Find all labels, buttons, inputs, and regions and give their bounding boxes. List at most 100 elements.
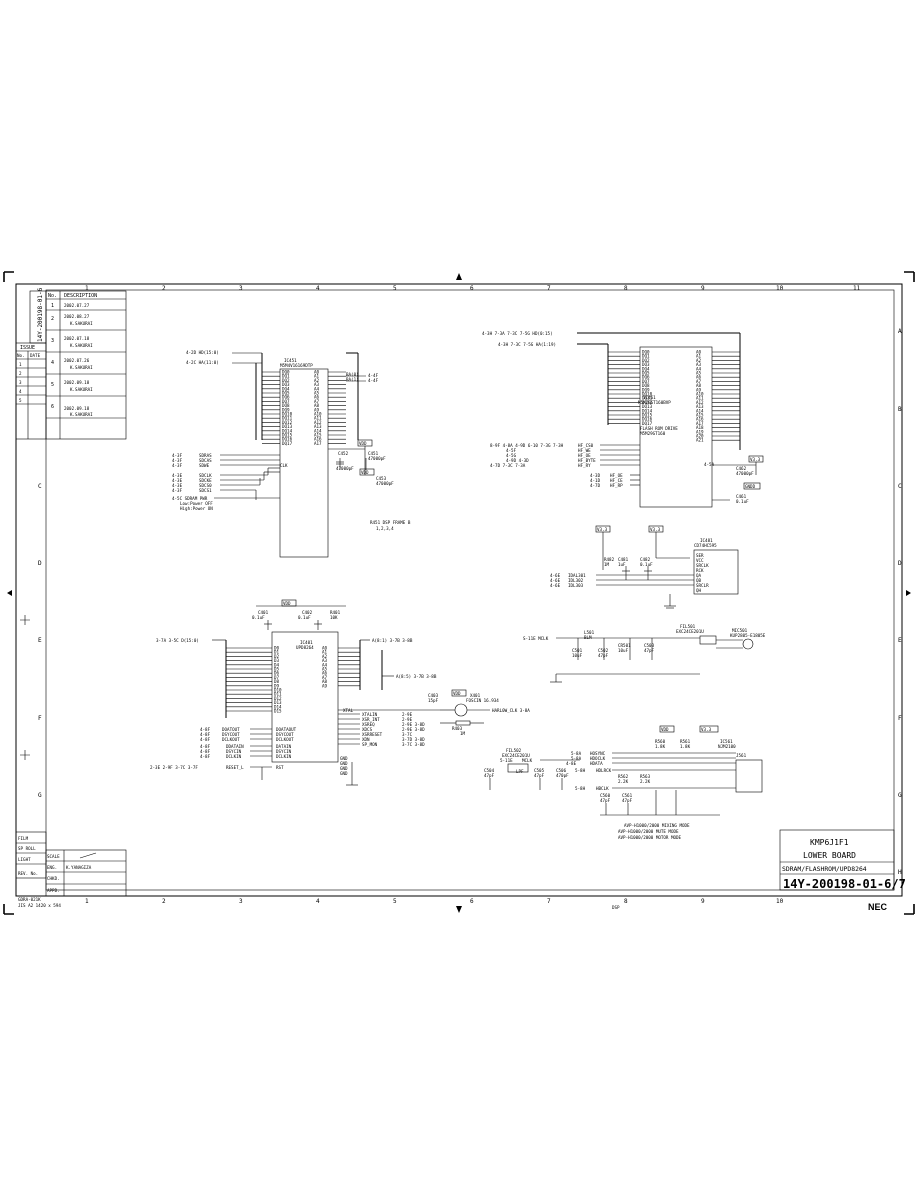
svg-text:SDRAS: SDRAS bbox=[199, 453, 212, 458]
svg-text:XDN: XDN bbox=[362, 737, 370, 742]
svg-text:SRCLK: SRCLK bbox=[696, 563, 709, 568]
pin-label: A8 bbox=[696, 383, 702, 388]
svg-text:DSYCIN: DSYCIN bbox=[276, 749, 292, 754]
pin-label: A2 bbox=[696, 358, 702, 363]
pin-label: DQ12 bbox=[642, 400, 653, 405]
svg-text:HF_BYTE: HF_BYTE bbox=[578, 458, 596, 463]
pin-label: A10 bbox=[696, 392, 704, 397]
svg-text:KMP6J1F1: KMP6J1F1 bbox=[810, 838, 849, 847]
svg-text:47000pF: 47000pF bbox=[736, 471, 754, 476]
svg-text:BLM: BLM bbox=[584, 635, 592, 640]
svg-text:DDATAIN: DDATAIN bbox=[226, 744, 244, 749]
svg-text:CR501: CR501 bbox=[618, 643, 631, 648]
svg-text:10uF: 10uF bbox=[572, 653, 583, 658]
pin-label: A16 bbox=[314, 437, 322, 442]
title-block: KMP6J1F1 LOWER BOARD SDRAM/FLASHROM/UPD8… bbox=[779, 829, 906, 912]
svg-text:A(8:1) 3-7B 3-8B: A(8:1) 3-7B 3-8B bbox=[372, 638, 413, 643]
svg-text:IC481: IC481 bbox=[700, 538, 713, 543]
pin-label: D9 bbox=[274, 683, 280, 688]
svg-text:K.SAKURAI: K.SAKURAI bbox=[70, 387, 93, 392]
svg-text:2002.09.18: 2002.09.18 bbox=[64, 406, 90, 411]
svg-text:2: 2 bbox=[162, 285, 166, 292]
svg-text:2002.07.26: 2002.07.26 bbox=[64, 358, 90, 363]
svg-text:1.8K: 1.8K bbox=[655, 744, 666, 749]
svg-text:F: F bbox=[898, 715, 902, 722]
pin-label: D10 bbox=[274, 688, 282, 693]
svg-text:VDD: VDD bbox=[361, 470, 369, 475]
svg-text:5-8H: 5-8H bbox=[575, 786, 586, 791]
svg-text:GDRA-021K: GDRA-021K bbox=[18, 897, 41, 902]
pin-label: A14 bbox=[314, 428, 322, 433]
pin-label: DQ6 bbox=[282, 395, 290, 400]
svg-text:SDWE: SDWE bbox=[199, 463, 210, 468]
svg-text:R403: R403 bbox=[452, 726, 463, 731]
pin-label: A17 bbox=[696, 421, 704, 426]
svg-text:M5M29GT160BVP: M5M29GT160BVP bbox=[638, 400, 671, 405]
svg-text:DSYCIN: DSYCIN bbox=[226, 749, 242, 754]
svg-text:HF_OE: HF_OE bbox=[578, 453, 591, 458]
pin-label: D2 bbox=[274, 654, 280, 659]
svg-text:VDD: VDD bbox=[453, 691, 461, 696]
svg-text:0.1uF: 0.1uF bbox=[298, 615, 311, 620]
svg-text:DOATAOUT: DOATAOUT bbox=[276, 727, 297, 732]
svg-text:FILM: FILM bbox=[18, 836, 29, 841]
pin-label: D11 bbox=[274, 692, 282, 697]
svg-text:M5M4V16169DTP: M5M4V16169DTP bbox=[280, 363, 313, 368]
sdram-decoupling: VDD C452 47000pF C451 47000pF VDD C453 4… bbox=[328, 439, 411, 531]
svg-text:2002.09.18: 2002.09.18 bbox=[64, 380, 90, 385]
svg-text:14Y-200198-01-6/7: 14Y-200198-01-6/7 bbox=[783, 877, 906, 891]
svg-text:6: 6 bbox=[51, 404, 54, 410]
svg-text:6: 6 bbox=[470, 898, 474, 905]
svg-text:4: 4 bbox=[316, 898, 320, 905]
svg-text:LPF: LPF bbox=[516, 769, 524, 774]
svg-text:4-3E: 4-3E bbox=[172, 483, 183, 488]
svg-text:MCLK: MCLK bbox=[522, 758, 533, 763]
svg-text:APPD.: APPD. bbox=[47, 888, 60, 893]
drawing-frame bbox=[15, 283, 903, 897]
svg-text:1: 1 bbox=[85, 898, 89, 905]
svg-text:9: 9 bbox=[701, 285, 705, 292]
pin-label: A16 bbox=[696, 417, 704, 422]
svg-text:8: 8 bbox=[624, 898, 628, 905]
svg-text:4-3H 7-3A 7-3C 7-5G HD(0:15): 4-3H 7-3A 7-3C 7-5G HD(0:15) bbox=[482, 331, 553, 336]
svg-text:C482: C482 bbox=[640, 557, 651, 562]
svg-text:DESCRIPTION: DESCRIPTION bbox=[64, 293, 97, 299]
pin-label: D6 bbox=[274, 671, 280, 676]
svg-text:1uF: 1uF bbox=[618, 562, 626, 567]
svg-text:DOATOUT: DOATOUT bbox=[222, 727, 240, 732]
svg-text:C505: C505 bbox=[534, 768, 545, 773]
svg-text:10: 10 bbox=[776, 898, 784, 905]
svg-text:IC401: IC401 bbox=[300, 640, 313, 645]
svg-text:SER: SER bbox=[696, 553, 704, 558]
column-ruler: 1 2 3 4 5 6 7 8 9 10 11 1 2 3 4 5 6 7 8 … bbox=[85, 285, 861, 905]
svg-text:47pF: 47pF bbox=[644, 648, 655, 653]
svg-text:DCLKOUT: DCLKOUT bbox=[222, 737, 240, 742]
pin-label: D15 bbox=[274, 709, 282, 714]
svg-text:VDD: VDD bbox=[283, 601, 291, 606]
pin-label: A8 bbox=[314, 403, 320, 408]
svg-text:SDCS1: SDCS1 bbox=[199, 488, 212, 493]
svg-text:2-9E 3-8D: 2-9E 3-8D bbox=[402, 727, 425, 732]
svg-text:XDCS: XDCS bbox=[362, 727, 373, 732]
svg-text:4-6E: 4-6E bbox=[550, 578, 561, 583]
svg-text:4-5F: 4-5F bbox=[506, 448, 517, 453]
svg-text:4-8F: 4-8F bbox=[200, 732, 211, 737]
svg-text:A: A bbox=[898, 328, 902, 335]
svg-text:C402: C402 bbox=[302, 610, 313, 615]
svg-text:K.SAKURAI: K.SAKURAI bbox=[70, 365, 93, 370]
svg-text:AVP-H1000/2000 MOTOR MODE: AVP-H1000/2000 MOTOR MODE bbox=[618, 835, 682, 840]
svg-text:C560: C560 bbox=[600, 793, 611, 798]
pin-label: DQ15 bbox=[282, 433, 293, 438]
svg-text:SDCKE: SDCKE bbox=[199, 478, 212, 483]
svg-text:GND: GND bbox=[340, 766, 348, 771]
svg-text:SDCS0: SDCS0 bbox=[199, 483, 212, 488]
svg-text:C451: C451 bbox=[368, 451, 379, 456]
pin-label: A10 bbox=[314, 412, 322, 417]
pin-label: D1 bbox=[274, 650, 280, 655]
svg-text:2002.07.18: 2002.07.18 bbox=[64, 336, 90, 341]
svg-text:4-4F: 4-4F bbox=[368, 378, 379, 383]
svg-text:4-3F: 4-3F bbox=[172, 453, 183, 458]
svg-text:RCK: RCK bbox=[696, 568, 704, 573]
svg-text:4-5G: 4-5G bbox=[506, 453, 517, 458]
vertical-stamp: 14Y-200198-01-6 bbox=[29, 287, 47, 344]
